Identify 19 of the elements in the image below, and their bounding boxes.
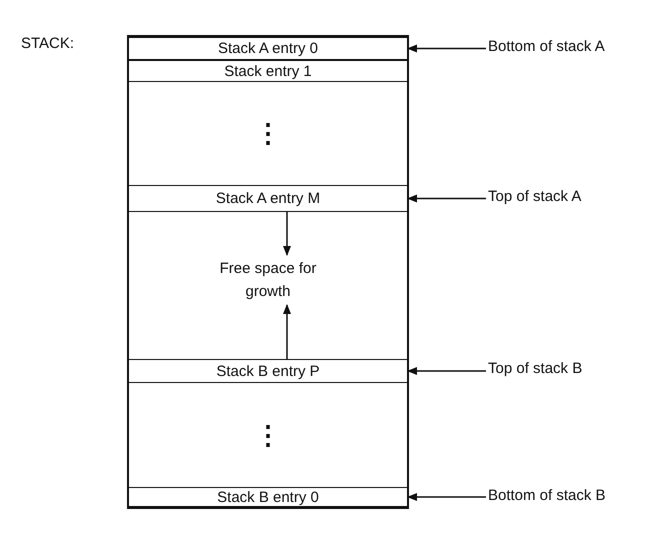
arrow xyxy=(407,44,486,52)
ellipsis: ⋮ xyxy=(129,82,407,185)
free-space-label: Free space for growth xyxy=(219,257,317,303)
stack-entry: Stack B entry 0 xyxy=(129,487,407,507)
stack-entry: Stack A entry 0 xyxy=(129,37,407,60)
stack-title: STACK: xyxy=(21,35,74,52)
pointer-label: Bottom of stack A xyxy=(488,35,648,59)
stack-entry: Stack entry 1 xyxy=(129,60,407,82)
pointer-label: Top of stack A xyxy=(488,185,638,209)
arrow xyxy=(283,212,291,256)
ellipsis: ⋮ xyxy=(129,383,407,487)
pointer-label: Bottom of stack B xyxy=(488,484,648,508)
arrow xyxy=(407,493,486,501)
arrow xyxy=(407,367,486,375)
stack-entry: Stack A entry M xyxy=(129,185,407,212)
stack-entry: Stack B entry P xyxy=(129,359,407,383)
arrow xyxy=(283,304,291,359)
arrow xyxy=(407,194,486,202)
pointer-label: Top of stack B xyxy=(488,357,638,381)
